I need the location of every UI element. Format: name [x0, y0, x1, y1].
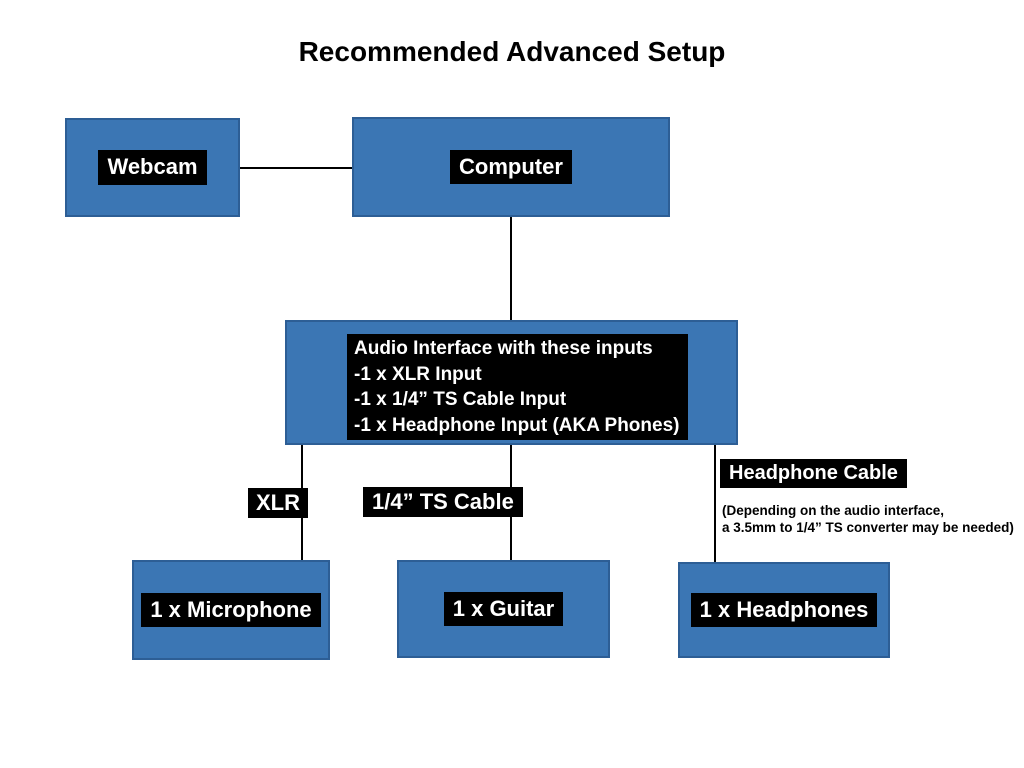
connector-webcam-computer	[240, 167, 352, 169]
audio-interface-line-3: -1 x 1/4” TS Cable Input	[354, 389, 567, 410]
guitar-label: 1 x Guitar	[443, 591, 564, 627]
audio-interface-label: Audio Interface with these inputs -1 x X…	[347, 334, 688, 440]
headphones-label: 1 x Headphones	[690, 592, 878, 628]
audio-interface-line-4: -1 x Headphone Input (AKA Phones)	[354, 414, 680, 436]
headphone-cable-note-line-1: (Depending on the audio interface,	[722, 503, 945, 518]
headphone-cable-note: (Depending on the audio interface, a 3.5…	[722, 503, 1014, 536]
guitar-box: 1 x Guitar	[397, 560, 610, 658]
quarter-inch-ts-cable-label: 1/4” TS Cable	[363, 487, 523, 517]
headphone-cable-label: Headphone Cable	[720, 459, 907, 488]
audio-interface-line-2: -1 x XLR Input	[354, 363, 482, 385]
audio-interface-line-1: Audio Interface with these inputs	[354, 338, 653, 359]
diagram-title: Recommended Advanced Setup	[298, 36, 726, 67]
headphones-box: 1 x Headphones	[678, 562, 890, 658]
computer-label: Computer	[450, 149, 572, 185]
microphone-label: 1 x Microphone	[141, 592, 321, 628]
headphone-cable-note-line-2: a 3.5mm to 1/4” TS converter may be need…	[722, 519, 1014, 535]
audio-interface-box: Audio Interface with these inputs -1 x X…	[285, 320, 738, 445]
webcam-label: Webcam	[98, 150, 207, 185]
computer-box: Computer	[352, 117, 670, 217]
connector-audio-interface-headphones	[714, 443, 716, 562]
connector-computer-audio-interface	[510, 217, 512, 320]
microphone-box: 1 x Microphone	[132, 560, 330, 660]
xlr-cable-label: XLR	[248, 488, 308, 518]
webcam-box: Webcam	[65, 118, 240, 217]
